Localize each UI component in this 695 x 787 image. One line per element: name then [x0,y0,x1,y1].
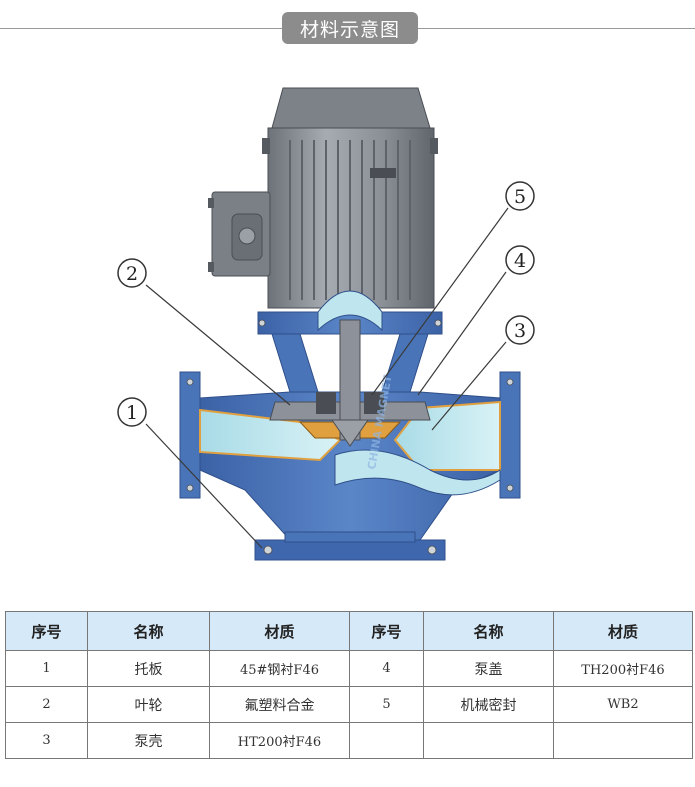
table-cell: HT200衬F46 [209,722,350,759]
svg-text:2: 2 [126,263,138,285]
table-cell: 3 [5,722,88,759]
callout-4: 4 [505,245,535,275]
table-cell: WB2 [553,686,693,723]
callout-3: 3 [505,315,535,345]
svg-text:5: 5 [514,186,526,208]
col-header-material-2: 材质 [553,611,693,651]
table-cell: 4 [349,650,424,687]
material-table: 序号 名称 材质 序号 名称 材质 1 托板 45#钢衬F46 4 泵盖 TH2… [5,611,693,759]
table-cell: 叶轮 [87,686,210,723]
col-header-material: 材质 [209,611,350,651]
table-cell: 5 [349,686,424,723]
pump-casing [179,319,521,561]
table-cell: 45#钢衬F46 [209,650,350,687]
col-header-name-2: 名称 [423,611,554,651]
col-header-index: 序号 [5,611,88,651]
svg-text:3: 3 [514,320,526,342]
table-cell: 氟塑料合金 [209,686,350,723]
callout-1: 1 [117,397,147,427]
table-cell [423,722,554,759]
col-header-name: 名称 [87,611,210,651]
callout-2: 2 [117,258,147,288]
table-row: 1 托板 45#钢衬F46 4 泵盖 TH200衬F46 [5,650,693,687]
col-header-index-2: 序号 [349,611,424,651]
table-row: 2 叶轮 氟塑料合金 5 机械密封 WB2 [5,686,693,723]
motor [208,87,438,309]
table-cell: 1 [5,650,88,687]
leader-lines [145,207,509,549]
junction-box [208,191,271,277]
table-cell: 机械密封 [423,686,554,723]
table-row: 3 泵壳 HT200衬F46 [5,722,693,759]
svg-text:4: 4 [514,250,526,272]
table-cell: 泵壳 [87,722,210,759]
table-header-row: 序号 名称 材质 序号 名称 材质 [5,611,693,651]
table-cell [553,722,693,759]
header-line-right [418,28,695,29]
page-title: 材料示意图 [282,12,418,44]
table-cell: 泵盖 [423,650,554,687]
pump-cross-section-diagram: CHINA MAGNET 1 2 3 4 5 [117,87,535,561]
table-cell: TH200衬F46 [553,650,693,687]
table-cell [349,722,424,759]
header-line-left [0,28,282,29]
table-cell: 2 [5,686,88,723]
table-cell: 托板 [87,650,210,687]
callout-5: 5 [505,181,535,211]
svg-text:1: 1 [126,402,138,424]
